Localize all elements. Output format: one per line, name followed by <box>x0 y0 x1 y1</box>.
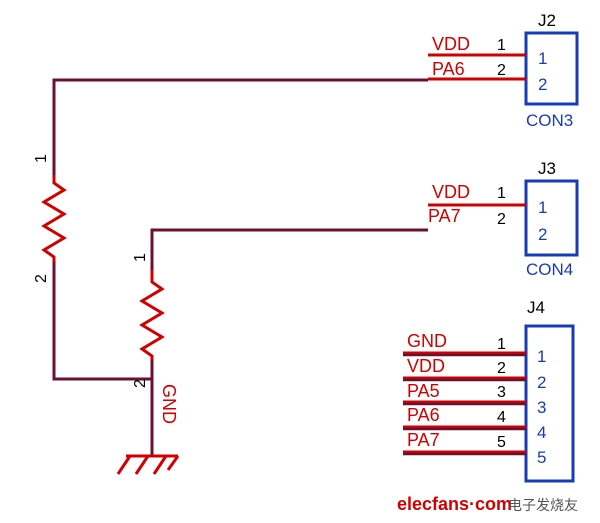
r1-pin1-label: 1 <box>33 154 50 163</box>
j4-pin2-pin: 2 <box>497 360 506 377</box>
gnd-hatch-1 <box>116 455 132 475</box>
connector-j2[interactable]: J2 1 2 CON3 VDD 1 PA6 2 <box>428 11 579 130</box>
j4-ref: J4 <box>527 298 545 317</box>
resistor-r1[interactable]: 1 2 <box>33 154 67 283</box>
j2-pin2-pin: 2 <box>497 62 506 79</box>
gnd-hatch-4 <box>166 455 180 471</box>
watermark-tail: 电子发烧友 <box>508 497 578 513</box>
j4-pin5-pin: 5 <box>497 434 506 451</box>
j4-pin3-number: 3 <box>537 398 546 417</box>
j2-pin2-number: 2 <box>538 75 547 94</box>
wire-pa6 <box>52 78 428 175</box>
j4-pin4-net: PA6 <box>407 405 440 425</box>
gnd-label: GND <box>159 384 179 424</box>
j3-value: CON4 <box>526 260 573 279</box>
j4-pin4-pin: 4 <box>497 409 506 426</box>
r2-zigzag <box>139 270 165 360</box>
j2-value: CON3 <box>526 111 573 130</box>
watermark-brand: elecfans·com <box>397 494 512 514</box>
j4-body <box>524 324 575 483</box>
j2-body <box>524 31 579 106</box>
watermark: elecfans·com 电子发烧友 <box>397 494 578 514</box>
j2-pin1-net: VDD <box>432 34 470 54</box>
wire-pa7 <box>150 228 428 270</box>
j4-pin5-number: 5 <box>537 448 546 467</box>
j4-pin5-net: PA7 <box>407 430 440 450</box>
j4-pin1-net: GND <box>407 331 447 351</box>
j3-ref: J3 <box>538 159 556 178</box>
r2-pin2-label: 2 <box>132 379 149 388</box>
j3-pin2-net: PA7 <box>428 206 461 226</box>
j2-pin1-number: 1 <box>538 49 547 68</box>
resistor-r2[interactable]: 1 2 <box>132 253 165 388</box>
r2-pin1-label: 1 <box>132 253 149 262</box>
j4-pin1-number: 1 <box>537 347 546 366</box>
j3-pin1-pin: 1 <box>497 185 506 202</box>
j3-pin1-number: 1 <box>538 198 547 217</box>
gnd-hatch-2 <box>134 455 150 475</box>
j3-pin1-net: VDD <box>432 182 470 202</box>
j4-pin3-pin: 3 <box>497 384 506 401</box>
j4-pin2-net: VDD <box>407 356 445 376</box>
j3-pin2-pin: 2 <box>497 211 506 228</box>
r1-pin2-label: 2 <box>33 274 50 283</box>
j4-pin1-pin: 1 <box>497 336 506 353</box>
j2-ref: J2 <box>538 11 556 30</box>
wire-r1-to-gnd <box>52 260 152 381</box>
j4-pin4-number: 4 <box>537 423 546 442</box>
j2-pin2-net: PA6 <box>432 59 465 79</box>
connector-j3[interactable]: J3 1 2 CON4 VDD 1 PA7 2 <box>428 159 579 279</box>
j2-pin1-pin: 1 <box>497 37 506 54</box>
connector-j4[interactable]: J4 1 2 3 4 5 GND 1 VDD 2 PA5 3 PA6 4 PA7… <box>403 298 575 483</box>
gnd-hatch-3 <box>152 455 168 475</box>
j3-body <box>524 179 579 257</box>
j4-pin2-number: 2 <box>537 373 546 392</box>
j3-pin2-number: 2 <box>538 225 547 244</box>
ground-symbol[interactable]: GND <box>116 384 180 475</box>
j4-pin3-net: PA5 <box>407 381 440 401</box>
r1-zigzag <box>41 175 67 262</box>
